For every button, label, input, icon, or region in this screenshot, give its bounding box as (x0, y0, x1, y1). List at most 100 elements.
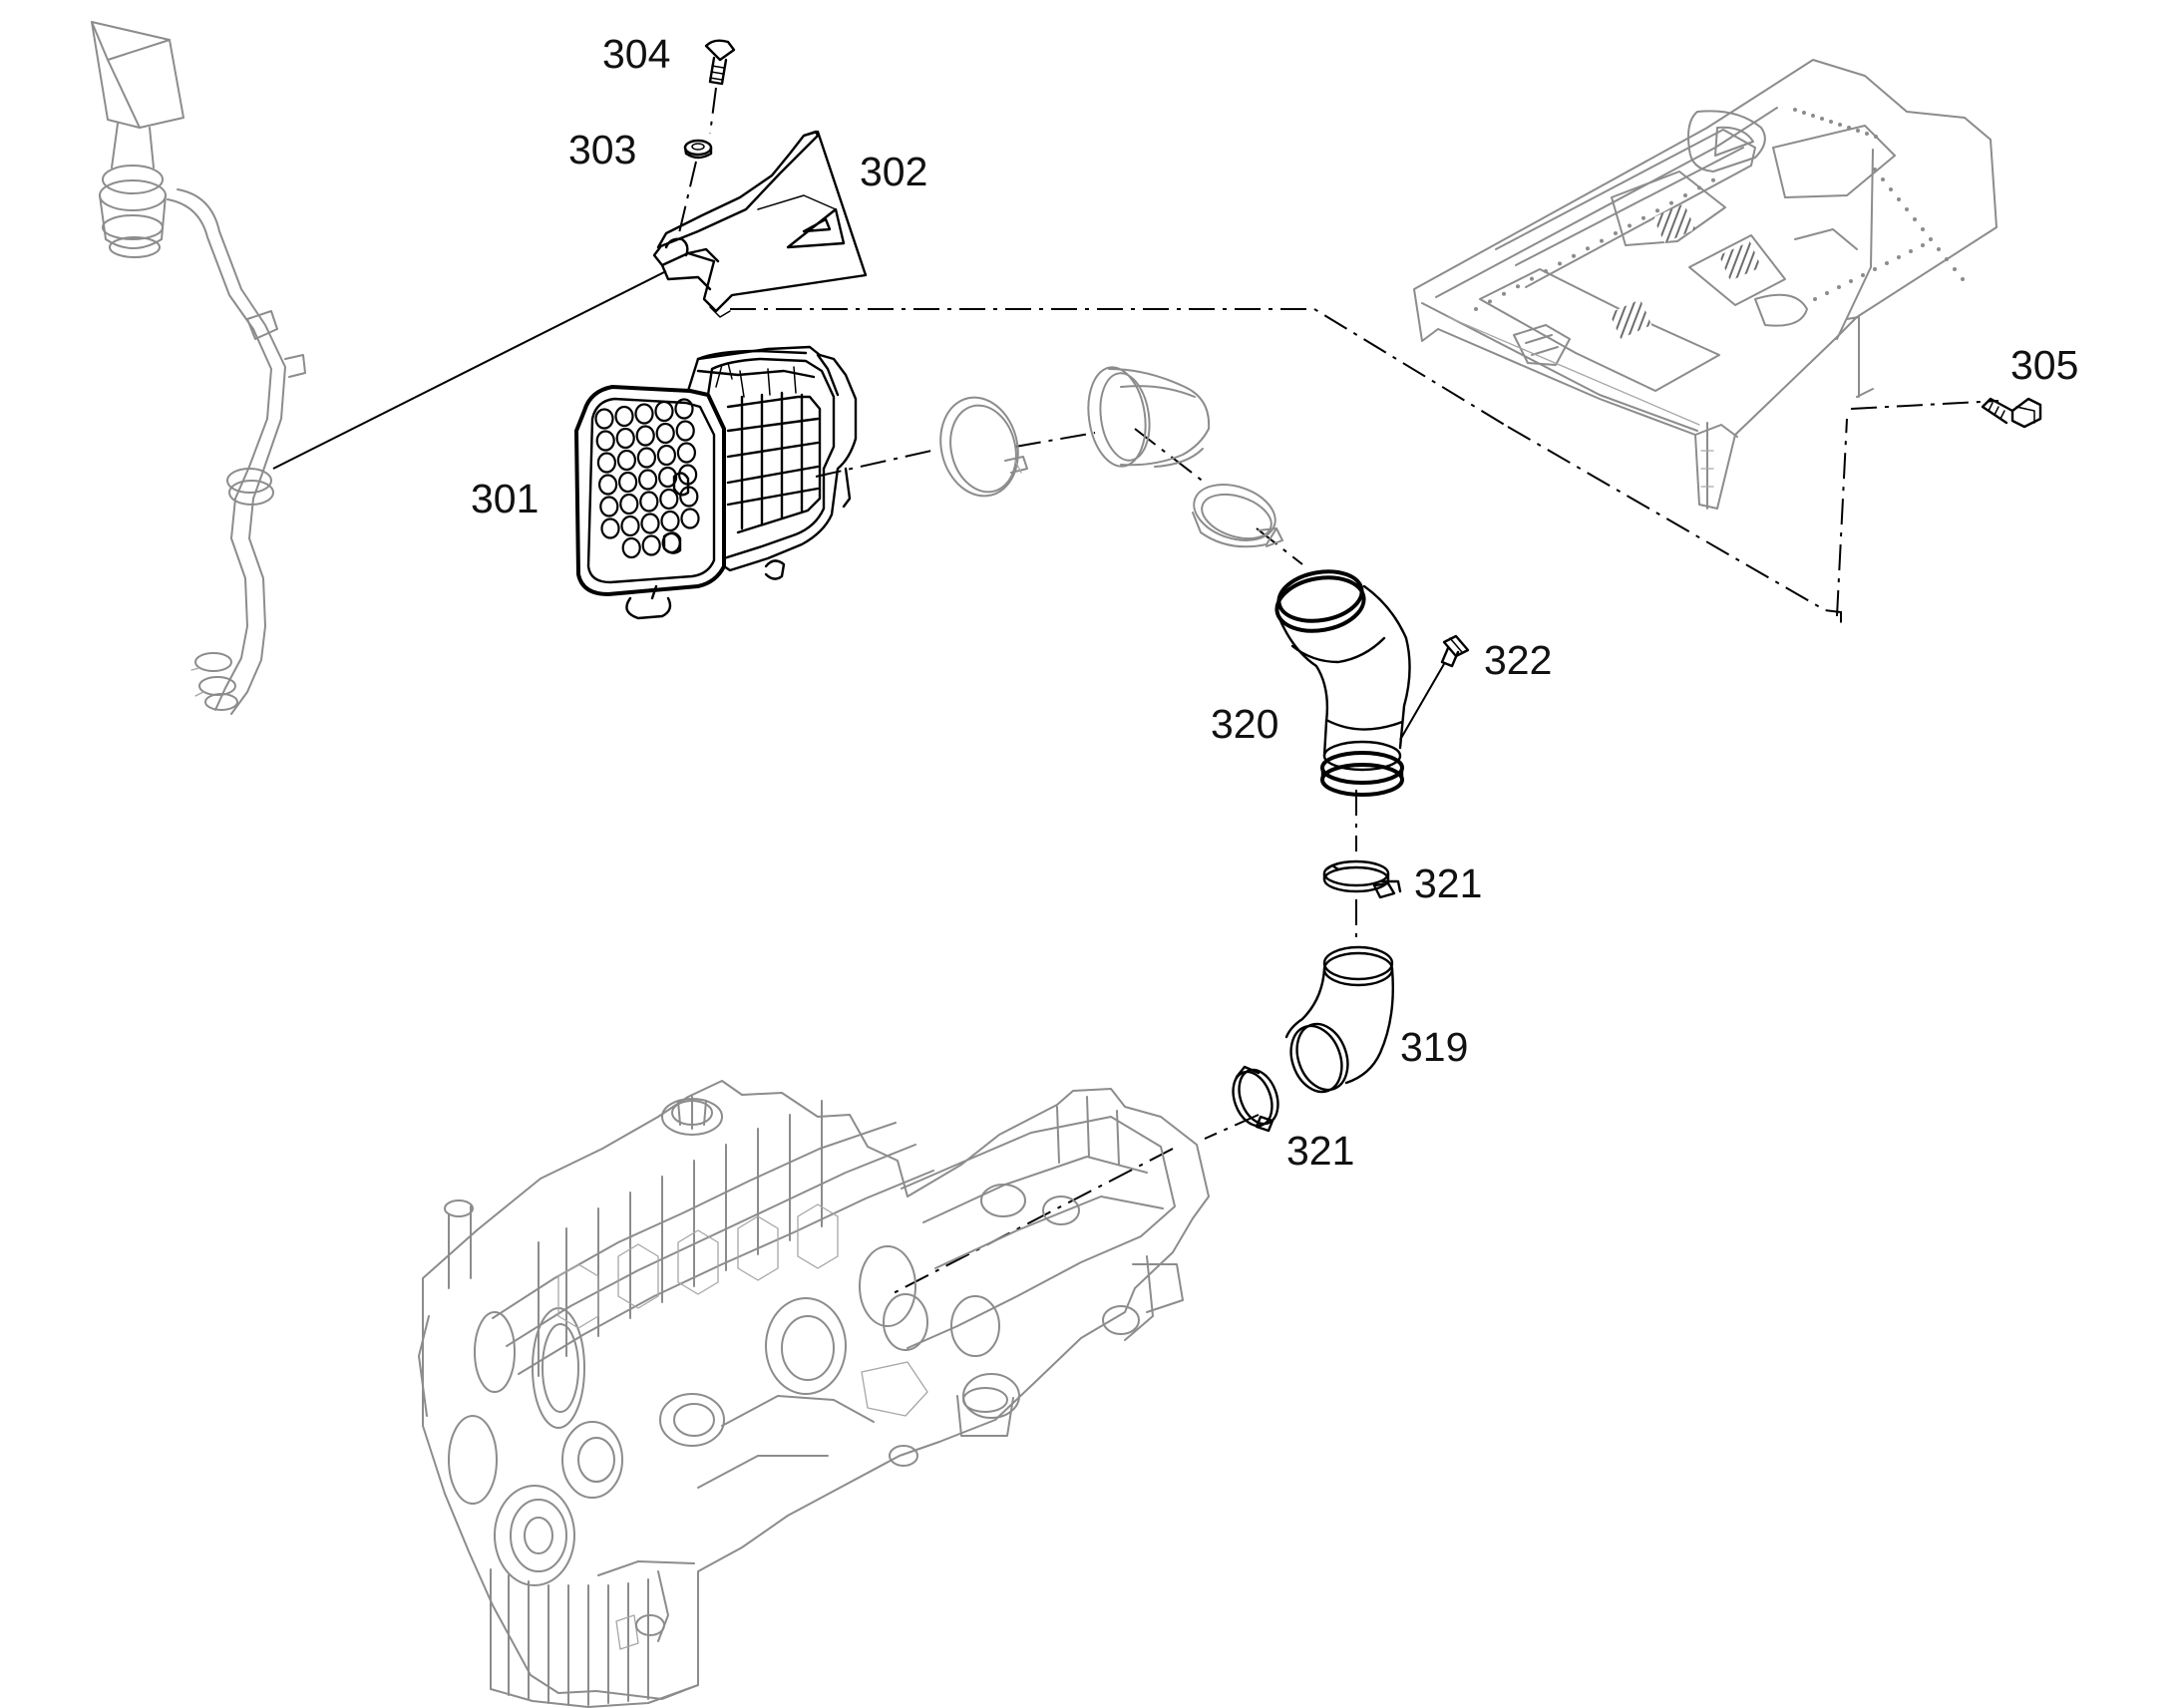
filter-hole (635, 425, 655, 447)
panel-rivet (1837, 285, 1841, 289)
panel-rivet (1600, 238, 1604, 243)
elbow-hose-319 (1284, 945, 1394, 1094)
filter-hole (600, 517, 620, 539)
panel-rivet (1628, 223, 1632, 228)
panel-rivet (1921, 227, 1925, 231)
filter-hole (676, 442, 697, 464)
panel-rivet (1474, 307, 1478, 311)
part-label-302: 302 (860, 149, 927, 194)
hose-clamp-321-upper (1322, 859, 1402, 899)
panel-rivet (1873, 267, 1877, 271)
panel-rivet (1847, 126, 1851, 130)
part-label-321-upper: 321 (1414, 860, 1482, 906)
panel-rivet (1913, 217, 1917, 221)
assembly-axis-lines (677, 87, 1999, 1297)
elbow-hose-320 (1274, 569, 1411, 797)
panel-rivet (1865, 132, 1869, 136)
panel-rivet (1711, 177, 1715, 182)
panel-rivet (1874, 135, 1878, 139)
filter-hole (657, 466, 678, 489)
panel-rivet (1572, 253, 1576, 258)
panel-rivet (1945, 257, 1949, 261)
filter-hole (680, 508, 700, 529)
filter-hole (597, 474, 618, 496)
panel-rivet (1655, 208, 1659, 213)
washer-303 (683, 139, 713, 160)
panel-rivet (1697, 185, 1701, 190)
filter-hole (661, 531, 681, 554)
panel-rivet (1825, 291, 1829, 295)
panel-rivet (1813, 297, 1817, 301)
panel-rivet (1544, 269, 1548, 273)
panel-rivet (1856, 129, 1860, 133)
panel-rivet (1953, 267, 1957, 271)
part-label-301: 301 (471, 476, 539, 521)
panel-rivet (1811, 114, 1815, 118)
panel-rivet (1614, 231, 1618, 235)
filter-hole (656, 444, 677, 467)
filter-hole (634, 403, 654, 425)
filter-hole (679, 486, 699, 508)
air-filter-housing-301 (574, 345, 858, 620)
filter-hole (615, 427, 635, 450)
filter-hole (614, 405, 634, 428)
part-label-320: 320 (1211, 701, 1278, 747)
filter-hole (594, 408, 614, 430)
cab-floor-panel-rivets (1474, 108, 1965, 311)
part-label-304: 304 (602, 31, 670, 77)
panel-rivet (1829, 120, 1833, 124)
panel-rivet (1929, 237, 1933, 241)
panel-rivet (1586, 246, 1590, 251)
panel-rivet (1881, 177, 1885, 181)
cab-floor-panel (1413, 59, 1998, 510)
panel-rivet (1838, 123, 1842, 127)
filter-hole (617, 471, 638, 494)
filter-hole (596, 452, 617, 474)
intake-hose-ghost (1087, 366, 1283, 548)
panel-rivet (1905, 207, 1909, 211)
panel-rivet (1641, 215, 1645, 220)
panel-rivet (1937, 247, 1941, 251)
filter-hole (599, 496, 619, 517)
panel-rivet (1873, 168, 1877, 171)
panel-rivet (1889, 187, 1893, 191)
hose-clamp-ghost (939, 396, 1028, 498)
part-number-labels: 304 303 302 301 305 322 320 321 319 321 (471, 31, 2078, 1174)
panel-rivet (1885, 261, 1889, 265)
panel-rivet (1849, 279, 1853, 283)
bolt-304 (704, 39, 736, 86)
part-label-305: 305 (2010, 342, 2078, 388)
bracket-302 (652, 130, 868, 318)
filter-hole (659, 488, 679, 511)
engine-transmission-assembly (418, 1080, 1210, 1708)
filter-hole (655, 422, 675, 445)
panel-rivet (1488, 299, 1492, 304)
panel-rivet (1530, 276, 1534, 281)
part-label-322: 322 (1484, 637, 1552, 683)
filter-hole (677, 464, 698, 486)
panel-rivet (1820, 117, 1824, 121)
panel-rivet (1897, 255, 1901, 259)
panel-rivet (1793, 108, 1797, 112)
filter-hole (616, 449, 637, 472)
filter-hole (621, 536, 641, 559)
bolt-305 (1981, 397, 2042, 429)
hose-clamp-321-lower (1232, 1065, 1279, 1133)
filter-hole (640, 512, 660, 534)
panel-rivet (1909, 249, 1913, 253)
panel-rivet (1961, 277, 1965, 281)
panel-rivet (1516, 284, 1520, 289)
part-label-321-lower: 321 (1286, 1128, 1354, 1174)
filter-hole (595, 430, 615, 452)
filter-hole (636, 447, 657, 469)
panel-rivet (1802, 111, 1806, 115)
panel-rivet (1897, 197, 1901, 201)
panel-rivet (1558, 261, 1562, 266)
panel-rivet (1669, 200, 1673, 205)
filter-hole (641, 534, 661, 556)
panel-rivet (1683, 193, 1687, 197)
filter-hole (660, 510, 680, 532)
filter-hole (674, 398, 694, 420)
filter-hole (620, 514, 640, 537)
